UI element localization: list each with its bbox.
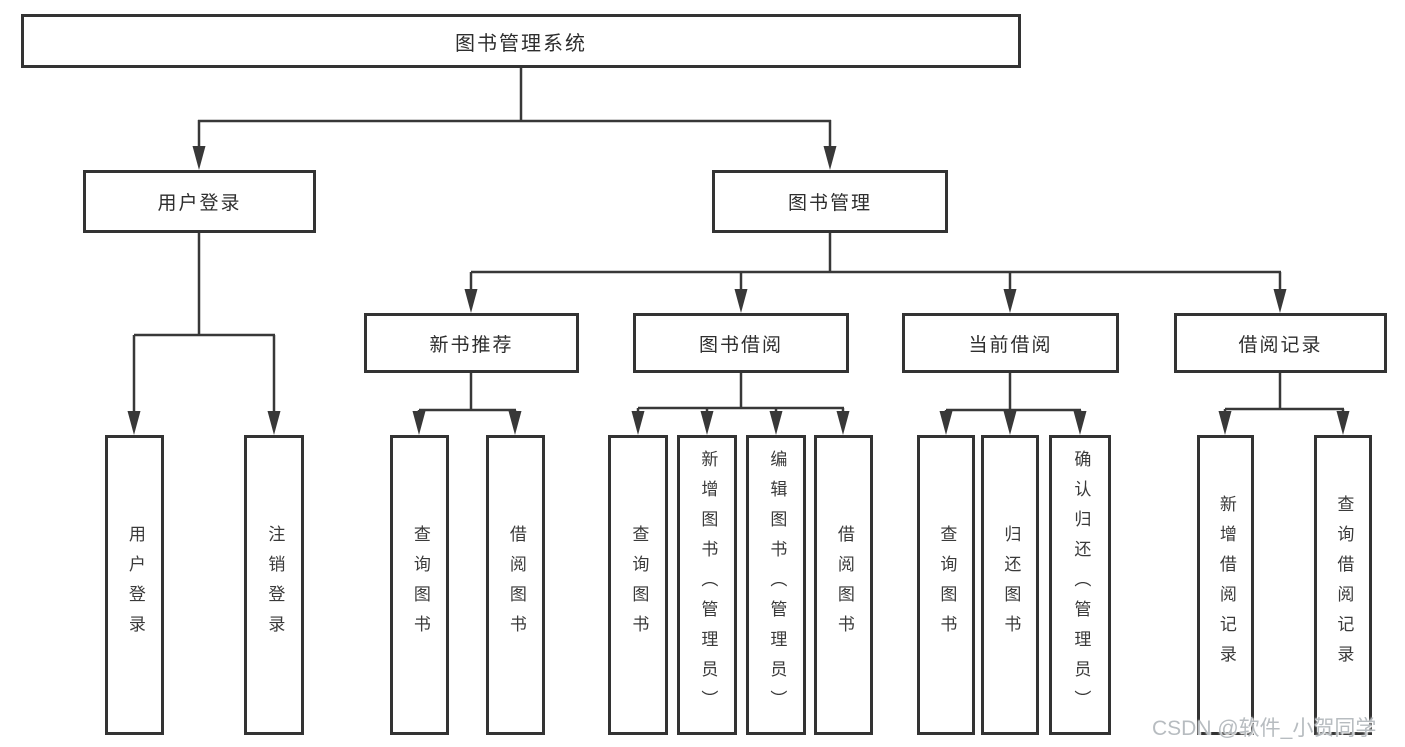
node-leaf-query-books-borrowing: 查询图书	[608, 435, 668, 735]
node-label: 编辑图书（管理员）	[767, 450, 787, 720]
connector-root	[192, 68, 837, 170]
connector-current-borrowing	[939, 373, 1087, 435]
node-label: 图书管理	[787, 193, 872, 214]
node-book-borrowing: 图书借阅	[633, 313, 849, 373]
node-current-borrowing: 当前借阅	[902, 313, 1119, 373]
node-leaf-borrow-books-recommend: 借阅图书	[486, 435, 545, 735]
node-label: 查询图书	[410, 525, 430, 645]
node-borrowing-records: 借阅记录	[1174, 313, 1387, 373]
node-leaf-confirm-return-admin: 确认归还（管理员）	[1049, 435, 1111, 735]
connector-book-management	[464, 233, 1287, 313]
node-leaf-user-login: 用户登录	[105, 435, 164, 735]
node-user-login: 用户登录	[83, 170, 316, 233]
node-leaf-return-books: 归还图书	[981, 435, 1039, 735]
node-label: 归还图书	[1001, 525, 1021, 645]
watermark: CSDN @软件_小贺同学	[1152, 717, 1377, 740]
node-leaf-query-books-current: 查询图书	[917, 435, 975, 735]
node-leaf-query-books-recommend: 查询图书	[390, 435, 449, 735]
node-leaf-add-borrow-record: 新增借阅记录	[1197, 435, 1254, 735]
node-label: 用户登录	[157, 193, 242, 214]
node-label: 查询借阅记录	[1334, 495, 1354, 675]
node-leaf-borrow-books-borrowing: 借阅图书	[814, 435, 873, 735]
node-label: 当前借阅	[968, 334, 1053, 356]
connector-borrow-records	[1218, 373, 1350, 435]
node-library-management-system: 图书管理系统	[21, 14, 1021, 68]
node-label: 确认归还（管理员）	[1071, 450, 1091, 720]
connector-user-login	[127, 233, 281, 435]
node-leaf-edit-book-admin: 编辑图书（管理员）	[746, 435, 806, 735]
connector-new-book	[412, 373, 522, 435]
node-label: 借阅记录	[1238, 334, 1323, 356]
node-label: 查询图书	[937, 525, 957, 645]
node-label: 新增借阅记录	[1216, 495, 1236, 675]
connector-book-borrowing	[631, 373, 850, 435]
node-label: 新增图书（管理员）	[698, 450, 718, 720]
node-label: 图书借阅	[698, 334, 783, 356]
node-label: 查询图书	[629, 525, 649, 645]
node-label: 图书管理系统	[455, 32, 587, 55]
node-label: 借阅图书	[834, 525, 854, 645]
node-label: 用户登录	[125, 525, 145, 645]
node-book-management: 图书管理	[712, 170, 948, 233]
node-leaf-add-book-admin: 新增图书（管理员）	[677, 435, 737, 735]
node-leaf-query-borrow-record: 查询借阅记录	[1314, 435, 1372, 735]
node-label: 新书推荐	[429, 334, 514, 356]
node-label: 借阅图书	[506, 525, 526, 645]
node-new-book-recommendation: 新书推荐	[364, 313, 579, 373]
node-label: 注销登录	[265, 525, 285, 645]
node-leaf-logout: 注销登录	[244, 435, 304, 735]
